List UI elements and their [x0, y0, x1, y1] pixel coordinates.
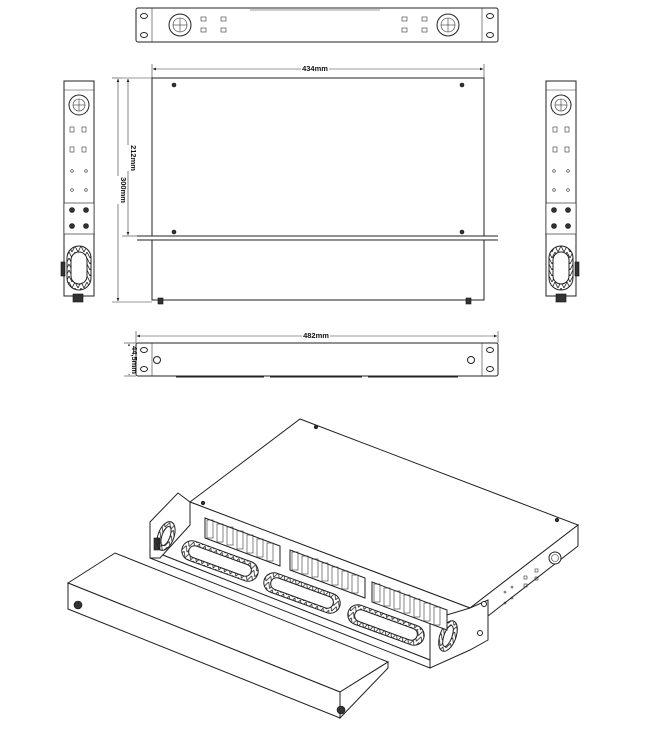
rack-hole [140, 13, 148, 19]
rack-hole [140, 347, 148, 353]
cable-gland-icon [548, 551, 562, 565]
thumb-screw [467, 356, 475, 364]
dimension-434: 434mm [151, 64, 485, 78]
cable-gland-icon [436, 13, 460, 37]
dimension-212: 212mm [122, 77, 152, 237]
adapter-group-2 [289, 549, 366, 599]
rack-hole [486, 32, 494, 38]
dim-width-total: 482mm [303, 331, 329, 340]
rack-hole [140, 32, 148, 38]
side-view-right [545, 80, 580, 303]
cable-gland-icon [168, 13, 192, 37]
isometric-view [66, 418, 580, 720]
dim-depth-total: 300mm [119, 177, 128, 203]
dim-height: 44,5mm [130, 346, 139, 374]
rack-hole [486, 347, 494, 353]
adapter-group-1 [204, 517, 281, 567]
dimension-482: 482mm [135, 331, 499, 343]
thumb-screw [336, 705, 346, 715]
side-view-left [60, 80, 95, 303]
dim-width-inner: 434mm [302, 64, 328, 73]
rack-hole [486, 366, 494, 372]
front-view-bottom [135, 342, 499, 378]
dimension-300: 300mm [112, 77, 152, 303]
plan-view [137, 77, 498, 305]
rack-hole [486, 13, 494, 19]
front-view-top [135, 7, 499, 43]
dim-depth-inner: 212mm [129, 145, 138, 171]
dimension-44-5: 44,5mm [124, 342, 139, 377]
front-cover [66, 552, 390, 720]
thumb-screw [73, 600, 83, 610]
adapter-group-3 [371, 581, 448, 631]
rack-hole [140, 366, 148, 372]
thumb-screw [153, 356, 161, 364]
